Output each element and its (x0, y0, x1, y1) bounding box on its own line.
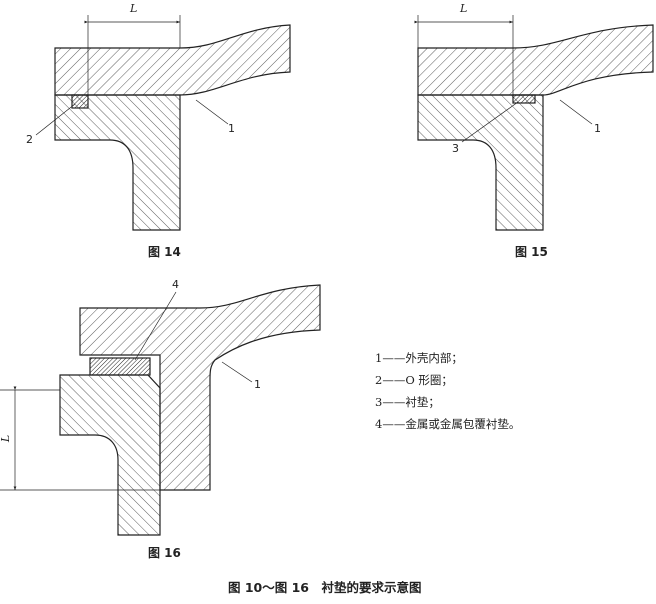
figure-16-caption: 图 16 (148, 546, 181, 560)
dimension-label-l-15: L (460, 2, 468, 15)
figure-16-drawing (0, 284, 321, 536)
legend-item-2: 2——O 形圈； (375, 373, 453, 387)
callout-3-fig15: 3 (452, 142, 459, 155)
legend-item-4: 4——金属或金属包覆衬垫。 (375, 417, 521, 431)
main-caption: 图 10～图 16 衬垫的要求示意图 (228, 580, 422, 595)
figure-15-caption: 图 15 (515, 245, 548, 259)
callout-4-fig16: 4 (172, 278, 179, 291)
figure-15-drawing (414, 15, 654, 231)
legend-item-3: 3——衬垫； (375, 395, 440, 409)
figure-14-drawing (35, 15, 291, 231)
callout-2-fig14: 2 (26, 133, 33, 146)
figure-14-caption: 图 14 (148, 245, 181, 259)
dimension-label-l-14: L (130, 2, 138, 15)
dimension-label-l-16: L (0, 434, 13, 443)
callout-1-fig14: 1 (228, 122, 235, 135)
callout-1-fig15: 1 (594, 122, 601, 135)
callout-1-fig16: 1 (254, 378, 261, 391)
legend-item-1: 1——外壳内部； (375, 351, 463, 365)
